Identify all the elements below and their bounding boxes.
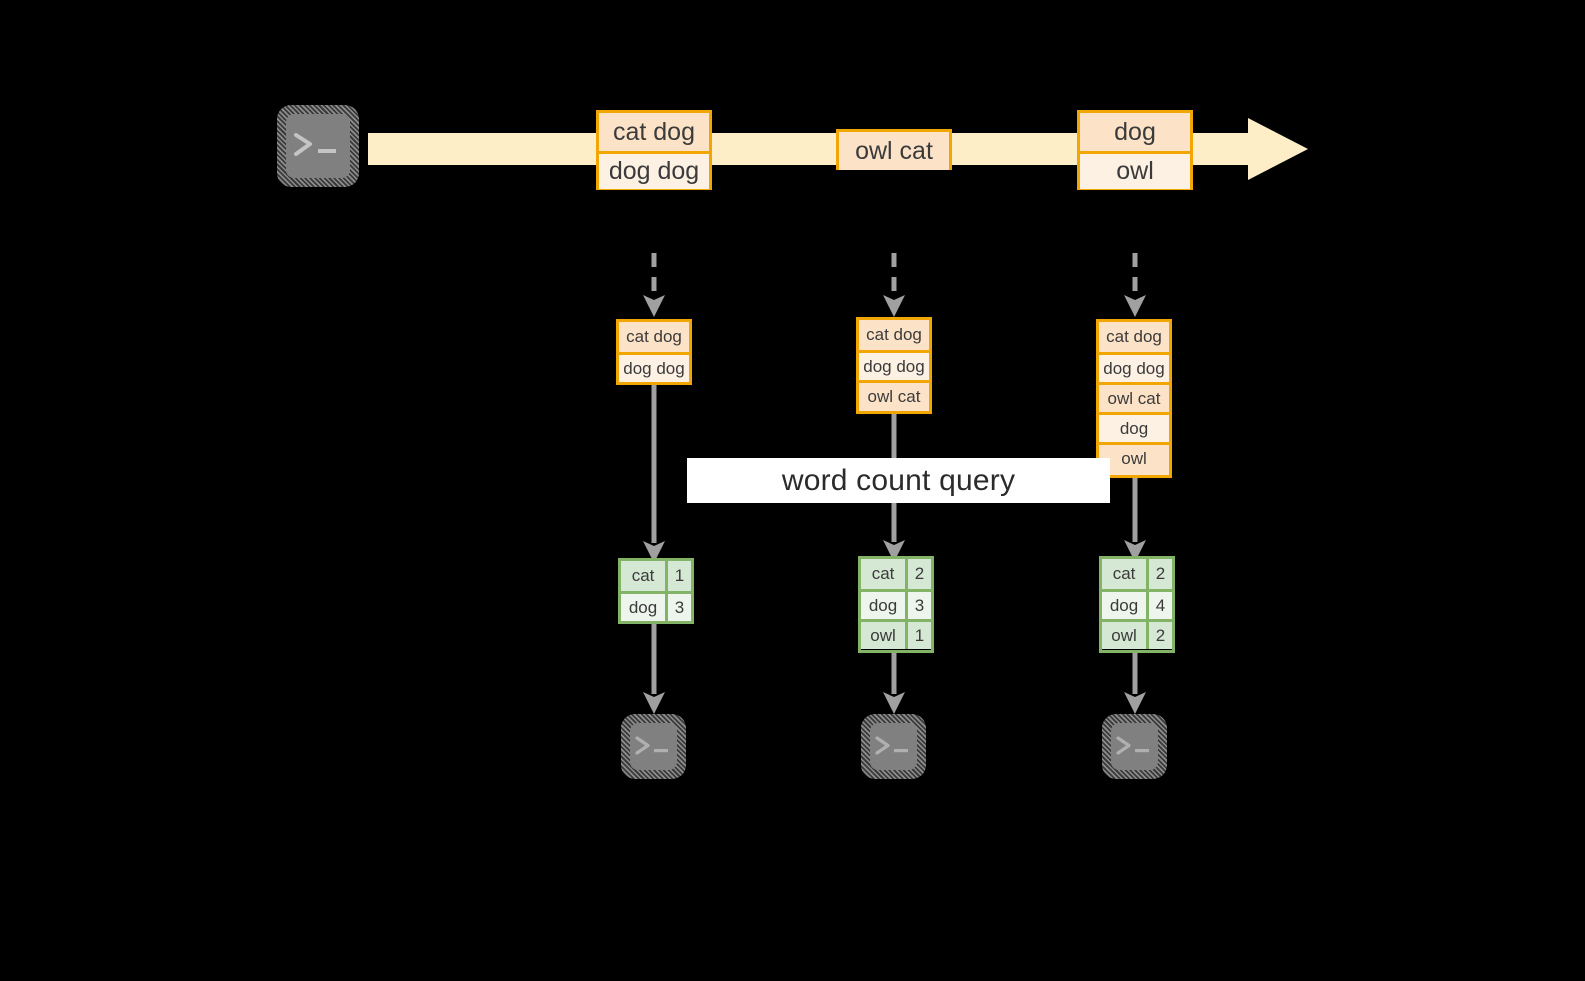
result-row: dog 4 [1102,589,1172,619]
sink-terminal-icon-1 [621,714,686,779]
result-count: 2 [1146,622,1172,649]
snapshot-1-result-table[interactable]: cat 1 dog 3 [618,558,694,624]
snapshot-line: dog dog [619,352,689,382]
record-line: cat dog [599,113,709,151]
sink-connector-2 [880,653,908,716]
snapshot-2-accumulated-table[interactable]: cat dog dog dog owl cat [856,317,932,414]
stream-record-1[interactable]: cat dog dog dog [596,110,712,190]
query-connector-3 [1121,478,1149,564]
snapshot-line: cat dog [859,320,929,350]
result-row: dog 3 [621,591,691,621]
stream-record-2[interactable]: owl cat [836,129,952,170]
result-count: 2 [1146,559,1172,589]
result-word: owl [861,622,906,649]
snapshot-2-result-table[interactable]: cat 2 dog 3 owl 1 [858,556,934,653]
result-count: 3 [905,592,931,619]
dashed-connector-1 [640,253,668,319]
record-line: dog dog [599,151,709,189]
record-line: dog [1080,113,1190,151]
result-word: dog [621,594,666,621]
query-label: word count query [781,463,1016,497]
terminal-prompt-glyph [286,114,350,178]
snapshot-line: owl cat [1099,382,1169,412]
result-count: 2 [905,559,931,589]
sink-terminal-icon-2 [861,714,926,779]
snapshot-line: dog dog [1099,352,1169,382]
terminal-body [630,723,677,770]
result-row: dog 3 [861,589,931,619]
source-terminal-icon [277,105,359,187]
terminal-prompt-glyph [630,723,677,770]
sink-terminal-icon-3 [1102,714,1167,779]
terminal-body [1111,723,1158,770]
result-word: dog [861,592,906,619]
result-count: 1 [905,622,931,649]
record-line: owl [1080,151,1190,189]
result-word: cat [861,559,906,589]
result-count: 4 [1146,592,1172,619]
result-count: 3 [665,594,691,621]
sink-connector-3 [1121,653,1149,716]
snapshot-line: owl cat [859,380,929,410]
terminal-prompt-glyph [1111,723,1158,770]
snapshot-1-accumulated-table[interactable]: cat dog dog dog [616,319,692,385]
snapshot-line: dog dog [859,350,929,380]
result-row: owl 2 [1102,619,1172,649]
snapshot-line: dog [1099,412,1169,442]
word-count-query-banner: word count query [687,458,1110,503]
result-count: 1 [665,561,691,591]
snapshot-line: cat dog [619,322,689,352]
result-row: cat 2 [861,559,931,589]
result-word: owl [1102,622,1147,649]
query-connector-1 [640,385,668,565]
record-line: owl cat [839,132,949,170]
snapshot-3-accumulated-table[interactable]: cat dog dog dog owl cat dog owl [1096,319,1172,478]
dashed-connector-2 [880,253,908,319]
result-row: owl 1 [861,619,931,649]
terminal-body [870,723,917,770]
result-row: cat 1 [621,561,691,591]
snapshot-3-result-table[interactable]: cat 2 dog 4 owl 2 [1099,556,1175,653]
result-word: cat [621,561,666,591]
terminal-body [286,114,350,178]
dashed-connector-3 [1121,253,1149,319]
snapshot-line: owl [1099,442,1169,472]
result-row: cat 2 [1102,559,1172,589]
terminal-prompt-glyph [870,723,917,770]
result-word: cat [1102,559,1147,589]
sink-connector-1 [640,624,668,716]
snapshot-line: cat dog [1099,322,1169,352]
result-word: dog [1102,592,1147,619]
stream-record-3[interactable]: dog owl [1077,110,1193,190]
